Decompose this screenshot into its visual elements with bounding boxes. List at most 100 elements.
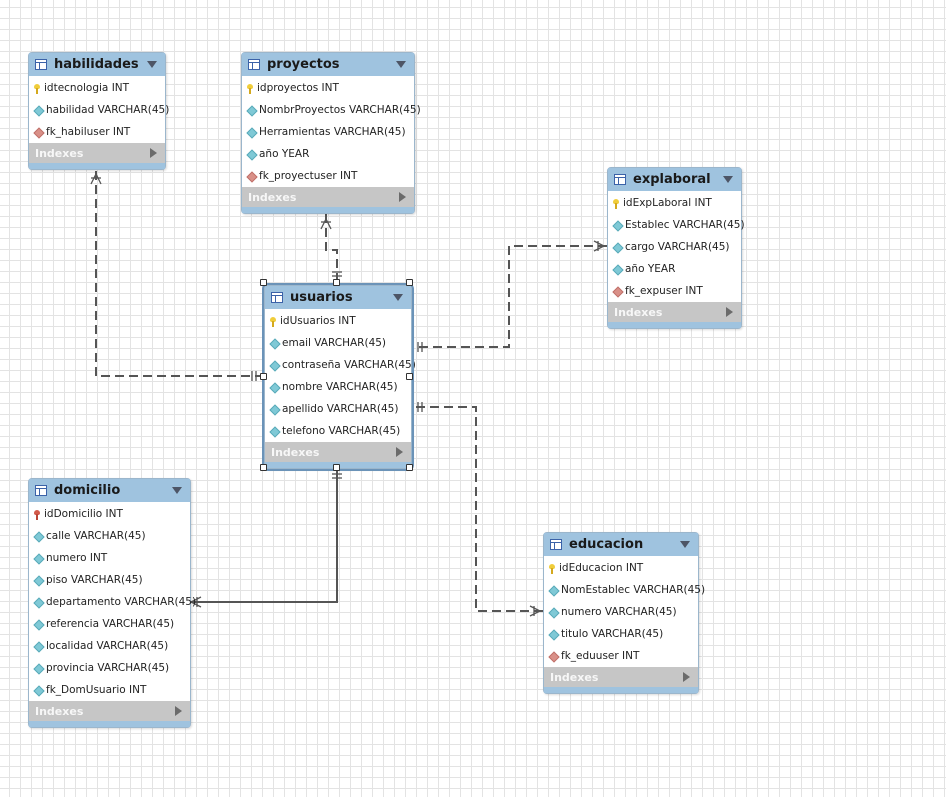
- resize-handle-bottom-left[interactable]: [260, 464, 267, 471]
- column-row[interactable]: email VARCHAR(45): [265, 332, 411, 354]
- column-icon: [270, 339, 278, 348]
- column-text: idtecnologia INT: [44, 82, 130, 94]
- column-text: contraseña VARCHAR(45): [282, 359, 416, 371]
- column-text: referencia VARCHAR(45): [46, 618, 175, 630]
- resize-handle-right[interactable]: [406, 373, 413, 380]
- column-icon: [34, 686, 42, 695]
- column-row[interactable]: año YEAR: [608, 258, 741, 280]
- indexes-label: Indexes: [550, 670, 599, 684]
- table-explaboral[interactable]: explaboral idExpLaboral INT Establec VAR…: [607, 167, 745, 329]
- column-row[interactable]: numero VARCHAR(45): [544, 601, 698, 623]
- column-row[interactable]: referencia VARCHAR(45): [29, 613, 190, 635]
- column-row[interactable]: Establec VARCHAR(45): [608, 214, 745, 236]
- chevron-down-icon[interactable]: [396, 61, 406, 68]
- column-text: idExpLaboral INT: [623, 197, 712, 209]
- rel-explaboral-usuarios[interactable]: [412, 245, 607, 348]
- column-icon: [34, 620, 42, 629]
- column-row[interactable]: fk_eduuser INT: [544, 645, 698, 667]
- column-row[interactable]: fk_DomUsuario INT: [29, 679, 190, 701]
- column-icon: [34, 642, 42, 651]
- column-row[interactable]: calle VARCHAR(45): [29, 525, 190, 547]
- column-row[interactable]: cargo VARCHAR(45): [608, 236, 741, 258]
- column-row[interactable]: fk_expuser INT: [608, 280, 741, 302]
- indexes-section[interactable]: Indexes: [265, 442, 411, 462]
- indexes-section[interactable]: Indexes: [242, 187, 414, 207]
- column-row[interactable]: idtecnologia INT: [29, 77, 165, 99]
- column-row[interactable]: año YEAR: [242, 143, 414, 165]
- chevron-down-icon[interactable]: [680, 541, 690, 548]
- column-row[interactable]: idUsuarios INT: [265, 310, 411, 332]
- rel-habilidades-usuarios[interactable]: [95, 171, 263, 377]
- column-text: fk_proyectuser INT: [259, 170, 358, 182]
- column-row[interactable]: idproyectos INT: [242, 77, 414, 99]
- indexes-section[interactable]: Indexes: [29, 701, 190, 721]
- resize-handle-bottom-right[interactable]: [406, 464, 413, 471]
- column-row[interactable]: fk_proyectuser INT: [242, 165, 414, 187]
- chevron-down-icon[interactable]: [723, 176, 733, 183]
- table-footer: [544, 687, 698, 693]
- table-header[interactable]: educacion: [544, 533, 698, 556]
- table-header[interactable]: usuarios: [265, 286, 411, 309]
- column-row[interactable]: NombrProyectos VARCHAR(45): [242, 99, 421, 121]
- column-row[interactable]: localidad VARCHAR(45): [29, 635, 190, 657]
- chevron-down-icon[interactable]: [147, 61, 157, 68]
- column-row[interactable]: idEducacion INT: [544, 557, 698, 579]
- column-text: departamento VARCHAR(45): [46, 596, 197, 608]
- column-text: piso VARCHAR(45): [46, 574, 143, 586]
- table-domicilio[interactable]: domicilio idDomicilio INT calle VARCHAR(…: [28, 478, 196, 728]
- resize-handle-top-right[interactable]: [406, 279, 413, 286]
- table-header[interactable]: proyectos: [242, 53, 414, 76]
- column-row[interactable]: Herramientas VARCHAR(45): [242, 121, 414, 143]
- resize-handle-top-left[interactable]: [260, 279, 267, 286]
- column-row[interactable]: titulo VARCHAR(45): [544, 623, 698, 645]
- column-row[interactable]: idExpLaboral INT: [608, 192, 741, 214]
- primary-key-icon: [613, 198, 619, 209]
- foreign-key-icon: [549, 652, 557, 661]
- table-educacion[interactable]: educacion idEducacion INT NomEstablec VA…: [543, 532, 705, 694]
- table-usuarios[interactable]: usuarios idUsuarios INT email VARCHAR(45…: [262, 283, 416, 471]
- indexes-label: Indexes: [35, 146, 84, 160]
- resize-handle-top[interactable]: [333, 279, 340, 286]
- column-row[interactable]: numero INT: [29, 547, 190, 569]
- column-row[interactable]: apellido VARCHAR(45): [265, 398, 411, 420]
- column-row[interactable]: provincia VARCHAR(45): [29, 657, 190, 679]
- rel-educacion-usuarios[interactable]: [412, 406, 543, 612]
- table-header[interactable]: habilidades: [29, 53, 165, 76]
- column-row[interactable]: nombre VARCHAR(45): [265, 376, 411, 398]
- table-name: domicilio: [54, 483, 121, 498]
- column-row[interactable]: idDomicilio INT: [29, 503, 190, 525]
- column-icon: [270, 405, 278, 414]
- column-icon: [549, 630, 557, 639]
- table-icon: [614, 174, 626, 185]
- table-footer: [608, 322, 741, 328]
- column-text: habilidad VARCHAR(45): [46, 104, 170, 116]
- table-name: proyectos: [267, 57, 340, 72]
- indexes-section[interactable]: Indexes: [608, 302, 741, 322]
- chevron-down-icon[interactable]: [172, 487, 182, 494]
- column-text: idEducacion INT: [559, 562, 644, 574]
- column-row[interactable]: contraseña VARCHAR(45): [265, 354, 416, 376]
- column-row[interactable]: telefono VARCHAR(45): [265, 420, 411, 442]
- column-row[interactable]: fk_habiluser INT: [29, 121, 165, 143]
- chevron-down-icon[interactable]: [393, 294, 403, 301]
- column-icon: [613, 265, 621, 274]
- column-text: localidad VARCHAR(45): [46, 640, 169, 652]
- table-habilidades[interactable]: habilidades idtecnologia INT habilidad V…: [28, 52, 169, 170]
- column-list: idproyectos INT NombrProyectos VARCHAR(4…: [242, 76, 421, 187]
- resize-handle-bottom[interactable]: [333, 464, 340, 471]
- column-list: idtecnologia INT habilidad VARCHAR(45) f…: [29, 76, 169, 143]
- indexes-section[interactable]: Indexes: [29, 143, 165, 163]
- rel-domicilio-usuarios[interactable]: [189, 468, 338, 603]
- indexes-section[interactable]: Indexes: [544, 667, 698, 687]
- column-row[interactable]: habilidad VARCHAR(45): [29, 99, 169, 121]
- resize-handle-left[interactable]: [260, 373, 267, 380]
- column-row[interactable]: piso VARCHAR(45): [29, 569, 190, 591]
- table-proyectos[interactable]: proyectos idproyectos INT NombrProyectos…: [241, 52, 421, 214]
- table-header[interactable]: domicilio: [29, 479, 190, 502]
- column-row[interactable]: NomEstablec VARCHAR(45): [544, 579, 705, 601]
- column-list: idDomicilio INT calle VARCHAR(45) numero…: [29, 502, 196, 701]
- rel-proyectos-usuarios[interactable]: [325, 214, 338, 283]
- table-header[interactable]: explaboral: [608, 168, 741, 191]
- column-row[interactable]: departamento VARCHAR(45): [29, 591, 196, 613]
- primary-key-icon: [270, 316, 276, 327]
